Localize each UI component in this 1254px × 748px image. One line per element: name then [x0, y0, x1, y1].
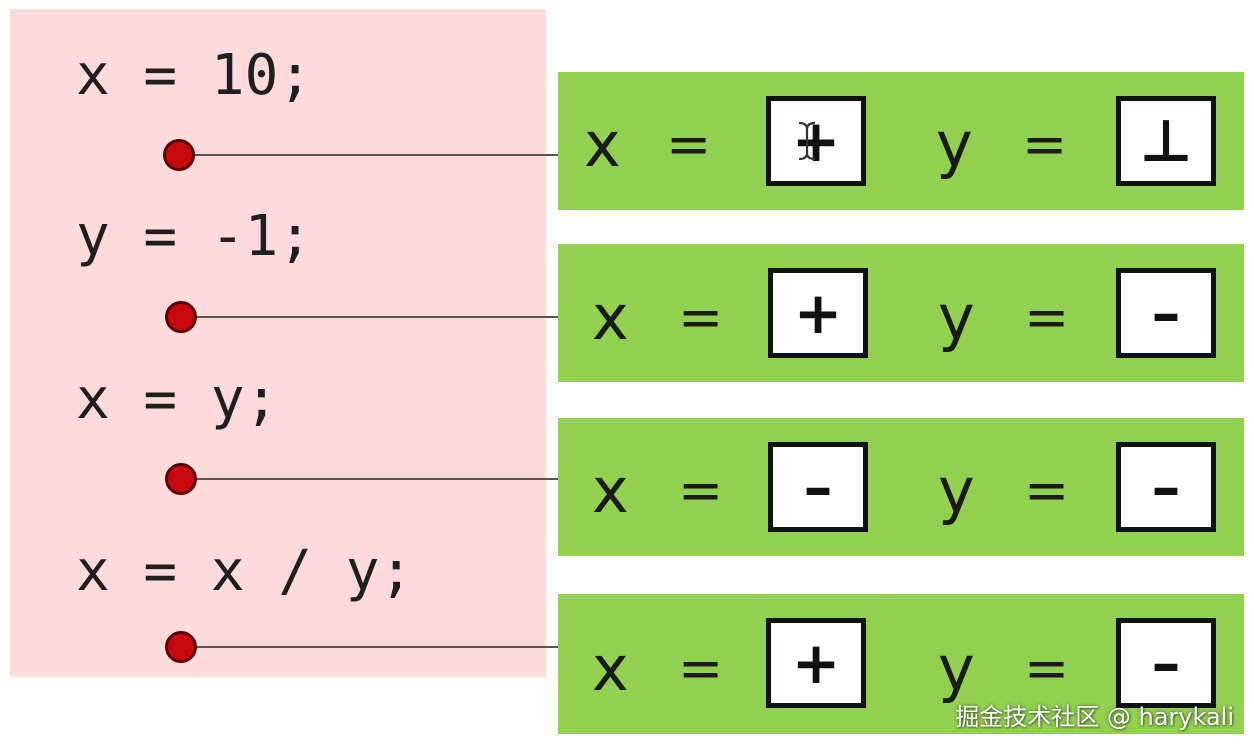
- state-3-y-equals: =: [1024, 459, 1070, 522]
- state-4-x-value-box: +: [766, 618, 866, 708]
- state-4-x-equals: =: [678, 637, 724, 700]
- connector-line-1: [180, 154, 560, 156]
- code-line-3: x = y;: [76, 367, 279, 432]
- watermark: 掘金技术社区 @ harykali: [955, 703, 1234, 731]
- state-4-y-label: y: [938, 632, 975, 705]
- code-line-1: x = 10;: [76, 43, 313, 108]
- state-3-x-label: x: [592, 454, 629, 527]
- state-3-x-equals: =: [678, 459, 724, 522]
- state-2-x-equals: =: [678, 286, 724, 349]
- state-2-x-label: x: [592, 281, 629, 354]
- state-1-y-equals: =: [1022, 113, 1068, 176]
- program-point-3: [165, 463, 197, 495]
- code-line-2: y = -1;: [76, 204, 313, 269]
- state-1-y-label: y: [936, 108, 973, 181]
- state-3-y-value-box: –: [1116, 442, 1216, 532]
- state-1-x-label: x: [584, 108, 621, 181]
- state-1-x-value-box: +: [766, 96, 866, 186]
- code-panel: [10, 9, 546, 677]
- state-2-x-value-box: +: [768, 268, 868, 358]
- text-cursor-icon: [798, 121, 816, 161]
- state-2-y-value-box: –: [1116, 268, 1216, 358]
- state-2-y-label: y: [938, 281, 975, 354]
- program-point-4: [165, 631, 197, 663]
- state-1-y-value-box: ⊥: [1116, 96, 1216, 186]
- connector-line-4: [182, 646, 560, 648]
- state-2-y-equals: =: [1024, 286, 1070, 349]
- state-4-y-value-box: –: [1116, 618, 1216, 708]
- state-4-x-label: x: [592, 632, 629, 705]
- state-4-y-equals: =: [1024, 637, 1070, 700]
- connector-line-3: [182, 478, 560, 480]
- state-1-x-equals: =: [666, 113, 712, 176]
- connector-line-2: [182, 316, 560, 318]
- program-point-2: [165, 301, 197, 333]
- state-3-y-label: y: [938, 454, 975, 527]
- program-point-1: [163, 139, 195, 171]
- code-line-4: x = x / y;: [76, 539, 414, 604]
- state-3-x-value-box: –: [768, 442, 868, 532]
